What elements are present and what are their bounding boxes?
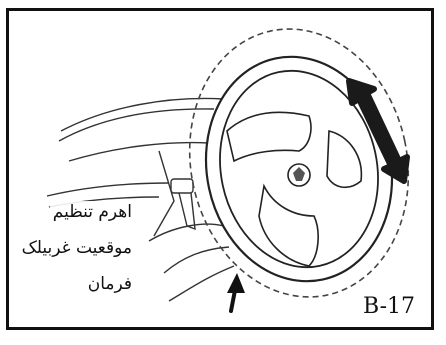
lever-label-line-1: اهرم تنظیم	[50, 201, 135, 223]
diagram-frame: اهرم تنظیم موقعیت غربیلک فرمان B-17	[6, 8, 434, 330]
steering-wheel-icon	[186, 39, 413, 298]
figure-code: B-17	[363, 294, 415, 319]
lever-arrow-icon	[227, 273, 245, 311]
steering-diagram	[9, 11, 434, 330]
lever-label-line-3: فرمان	[85, 273, 135, 295]
lever-label-line-2: موقعیت غربیلک	[19, 237, 135, 259]
